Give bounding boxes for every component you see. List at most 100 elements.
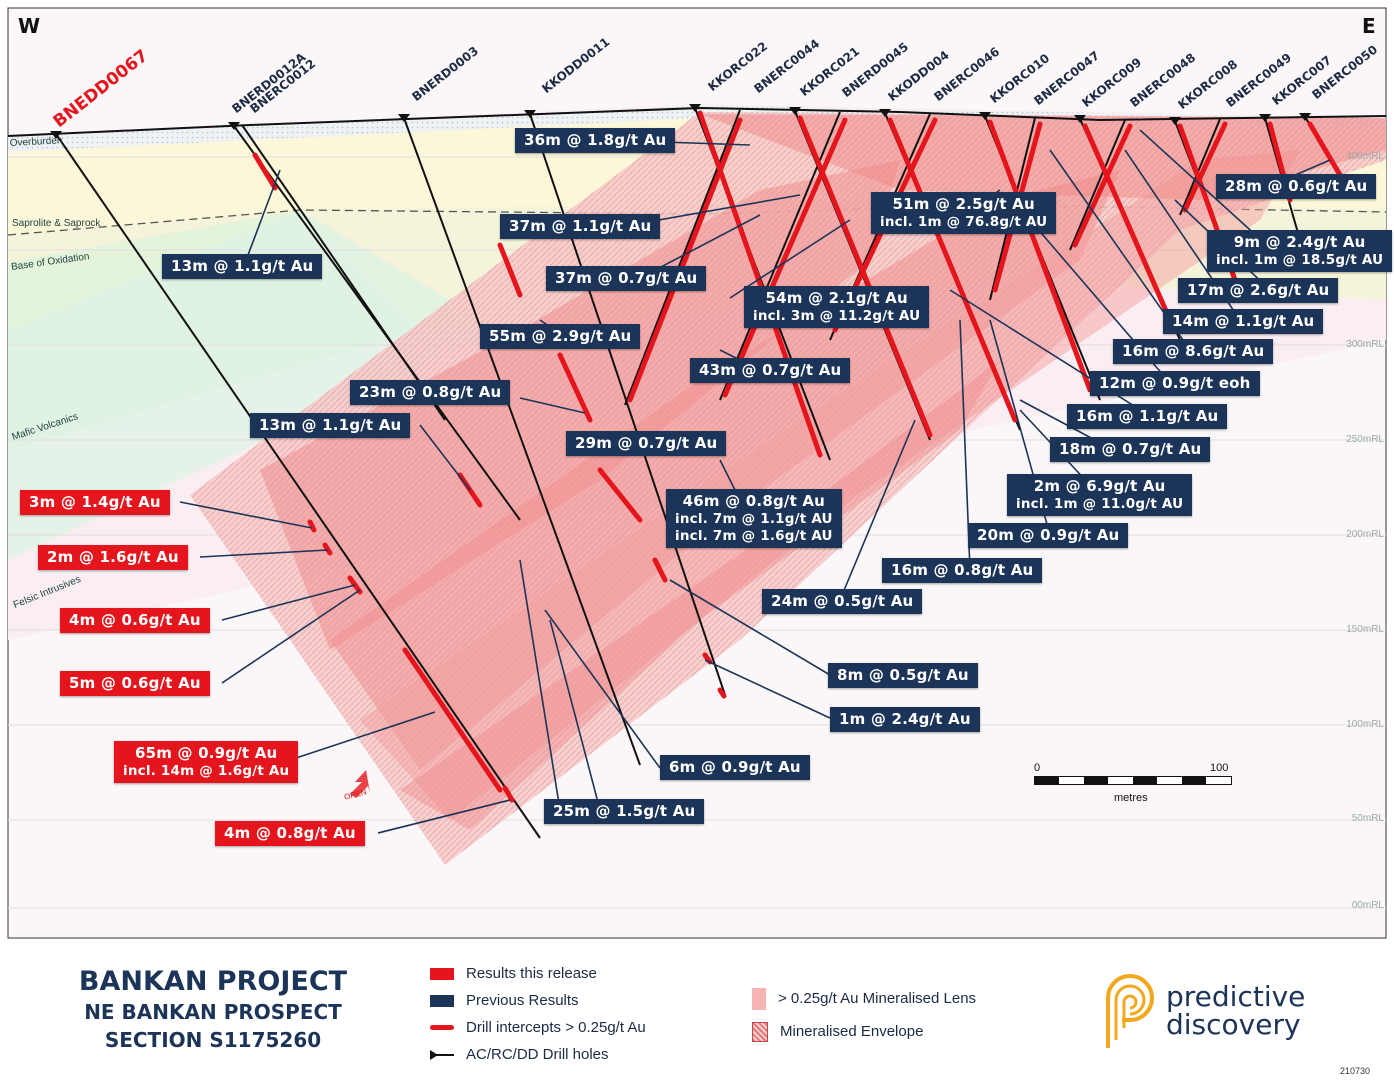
intercept-value: 8m @ 0.5g/t Au	[837, 666, 969, 684]
drill-hole-trace-bnedd0067	[55, 133, 541, 839]
previous-intercept-label: 12m @ 0.9g/t eoh	[1090, 371, 1260, 396]
intercept-value: 4m @ 0.6g/t Au	[69, 611, 201, 629]
intercept-value: 55m @ 2.9g/t Au	[489, 327, 632, 345]
legend-left: Results this release Previous Results Dr…	[430, 960, 646, 1068]
previous-intercept-label: 13m @ 1.1g/t Au	[162, 254, 323, 279]
intercept-value: 18m @ 0.7g/t Au	[1059, 440, 1202, 458]
legend-results-release: Results this release	[466, 965, 597, 982]
logo-word-1: predictive	[1166, 980, 1306, 1013]
previous-intercept-label: 24m @ 0.5g/t Au	[762, 589, 923, 614]
intercept-included: incl. 3m @ 11.2g/t AU	[753, 308, 921, 324]
legend-holes: AC/RC/DD Drill holes	[466, 1046, 609, 1063]
previous-intercept-label: 25m @ 1.5g/t Au	[544, 799, 705, 824]
previous-intercept-label: 8m @ 0.5g/t Au	[828, 663, 978, 688]
intercept-value: 51m @ 2.5g/t Au	[892, 195, 1035, 213]
title-section: SECTION S1175260	[104, 1028, 322, 1052]
intercept-included: incl. 1m @ 18.5g/t AU	[1216, 252, 1384, 268]
scale-start: 0	[1034, 762, 1041, 774]
intercept-value: 28m @ 0.6g/t Au	[1225, 177, 1368, 195]
intercept-value: 13m @ 1.1g/t Au	[171, 257, 314, 275]
drill-intercepts	[252, 110, 1343, 803]
intercept-value: 9m @ 2.4g/t Au	[1233, 233, 1366, 251]
legend-previous: Previous Results	[466, 992, 579, 1009]
previous-swatch	[430, 994, 454, 1007]
topographic-surface	[7, 106, 1387, 137]
envelope-swatch	[752, 1021, 768, 1042]
intercept-value: 2m @ 6.9g/t Au	[1033, 477, 1166, 495]
unit-saprolite: Saprolite & Saprock	[12, 218, 101, 229]
release-intercept-label: 5m @ 0.6g/t Au	[60, 671, 210, 696]
intercept-value: 12m @ 0.9g/t eoh	[1099, 374, 1251, 392]
intercept-value: 43m @ 0.7g/t Au	[699, 361, 842, 379]
release-intercept-label: 4m @ 0.6g/t Au	[60, 608, 210, 633]
previous-intercept-label: 16m @ 0.8g/t Au	[882, 558, 1043, 583]
release-intercept-label: 2m @ 1.6g/t Au	[38, 545, 188, 570]
release-swatch	[430, 967, 454, 980]
previous-intercept-label: 16m @ 8.6g/t Au	[1113, 339, 1274, 364]
release-leader-lines	[179, 501, 511, 834]
legend-intercepts: Drill intercepts > 0.25g/t Au	[466, 1019, 646, 1036]
intercept-value: 25m @ 1.5g/t Au	[553, 802, 696, 820]
lens-swatch	[752, 987, 766, 1010]
legend-right: > 0.25g/t Au Mineralised Lens Mineralise…	[752, 982, 976, 1048]
intercept-swatch	[430, 1025, 454, 1030]
intercept-value: 16m @ 8.6g/t Au	[1122, 342, 1265, 360]
intercept-included: incl. 1m @ 76.8g/t AU	[880, 214, 1048, 230]
collar-markers	[50, 104, 1311, 139]
title-project: BANKAN PROJECT	[78, 966, 348, 997]
previous-intercept-label: 37m @ 0.7g/t Au	[546, 266, 707, 291]
rl-label: 200mRL	[1346, 529, 1384, 540]
previous-intercept-label: 17m @ 2.6g/t Au	[1178, 278, 1339, 303]
intercept-value: 54m @ 2.1g/t Au	[765, 289, 908, 307]
intercept-included: incl. 7m @ 1.1g/t AU incl. 7m @ 1.6g/t A…	[675, 511, 833, 544]
intercept-value: 3m @ 1.4g/t Au	[29, 493, 161, 511]
company-logo: predictive discovery	[1100, 968, 1360, 1058]
previous-intercept-label: 14m @ 1.1g/t Au	[1163, 309, 1324, 334]
legend-envelope: Mineralised Envelope	[780, 1023, 924, 1040]
figure-code: 210730	[1339, 1066, 1370, 1076]
release-intercept-label: 3m @ 1.4g/t Au	[20, 490, 170, 515]
intercept-value: 37m @ 0.7g/t Au	[555, 269, 698, 287]
east-label: E	[1362, 14, 1376, 38]
intercept-value: 46m @ 0.8g/t Au	[682, 492, 826, 510]
previous-intercept-label: 16m @ 1.1g/t Au	[1067, 404, 1228, 429]
previous-intercept-label: 37m @ 1.1g/t Au	[500, 214, 661, 239]
intercept-value: 24m @ 0.5g/t Au	[771, 592, 914, 610]
intercept-included: incl. 14m @ 1.6g/t Au	[123, 763, 290, 779]
intercept-value: 65m @ 0.9g/t Au	[134, 744, 278, 762]
scale-unit: metres	[1114, 792, 1148, 804]
rl-label: 00mRL	[1351, 900, 1384, 911]
intercept-value: 20m @ 0.9g/t Au	[977, 526, 1120, 544]
previous-intercept-label: 28m @ 0.6g/t Au	[1216, 174, 1377, 199]
previous-intercept-label: 6m @ 0.9g/t Au	[660, 755, 810, 780]
open-arrow-icon	[350, 770, 370, 798]
rl-label: 250mRL	[1346, 434, 1384, 445]
previous-intercept-label: 23m @ 0.8g/t Au	[350, 380, 511, 405]
intercept-value: 6m @ 0.9g/t Au	[669, 758, 801, 776]
previous-intercept-label: 55m @ 2.9g/t Au	[480, 324, 641, 349]
intercept-value: 1m @ 2.4g/t Au	[839, 710, 971, 728]
previous-intercept-label: 43m @ 0.7g/t Au	[690, 358, 851, 383]
rl-label: 300mRL	[1346, 339, 1384, 350]
previous-intercept-label: 1m @ 2.4g/t Au	[830, 707, 980, 732]
release-intercept-label: 4m @ 0.8g/t Au	[215, 821, 365, 846]
intercept-value: 2m @ 1.6g/t Au	[47, 548, 179, 566]
rl-label: 400mRL	[1346, 151, 1384, 162]
rl-label: 150mRL	[1346, 624, 1384, 635]
logo-word-2: discovery	[1166, 1008, 1301, 1041]
intercept-value: 36m @ 1.8g/t Au	[524, 131, 667, 149]
intercept-value: 16m @ 0.8g/t Au	[891, 561, 1034, 579]
previous-intercept-label: 36m @ 1.8g/t Au	[515, 128, 676, 153]
intercept-included: incl. 1m @ 11.0g/t AU	[1016, 496, 1184, 512]
scale-bar-graphic	[1034, 776, 1232, 785]
intercept-value: 17m @ 2.6g/t Au	[1187, 281, 1330, 299]
previous-intercept-label: 20m @ 0.9g/t Au	[968, 523, 1129, 548]
intercept-value: 4m @ 0.8g/t Au	[224, 824, 356, 842]
title-prospect: NE BANKAN PROSPECT	[84, 1000, 342, 1024]
intercept-value: 14m @ 1.1g/t Au	[1172, 312, 1315, 330]
